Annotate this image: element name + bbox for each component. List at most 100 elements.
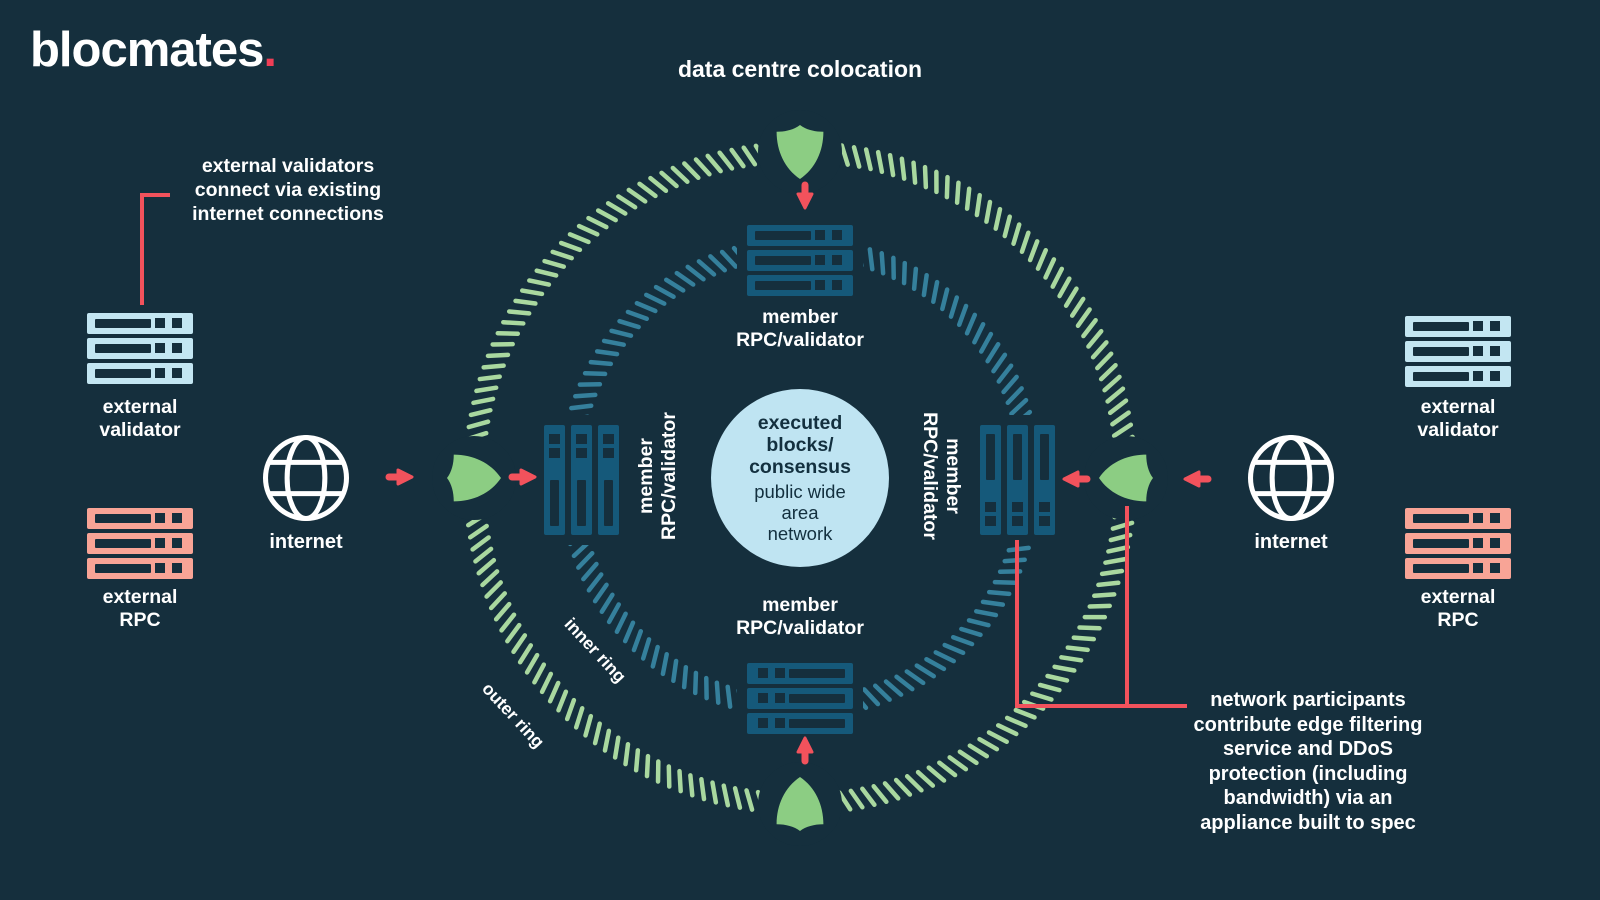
- right-annotation-line: bandwidth) via an: [1223, 787, 1393, 809]
- logo: blocmates.: [30, 22, 277, 78]
- label-line: validator: [1417, 419, 1499, 441]
- label-line: RPC: [119, 609, 161, 631]
- server-rack-horizontal-icon-external-validator-right: [1405, 316, 1511, 387]
- server-rack-horizontal-icon-external-validator-left: [87, 313, 193, 384]
- server-rack-vertical-icon-member-right: [970, 415, 1065, 545]
- server-row: [87, 508, 193, 529]
- member-label-line: RPC/validator: [736, 329, 864, 351]
- server-row: [747, 663, 853, 684]
- center-circle-bold-text: executed blocks/ consensus: [749, 412, 851, 478]
- center-bold-line: executed: [757, 412, 843, 434]
- shield-icon: [776, 777, 824, 831]
- member-label-top: member RPC/validator: [700, 306, 900, 352]
- logo-text: blocmates: [30, 23, 264, 77]
- shield-icon: [776, 125, 824, 179]
- right-annotation-line: service and DDoS: [1222, 738, 1394, 760]
- shield-icon: [1099, 454, 1153, 502]
- left-annotation: external validators connect via existing…: [166, 154, 410, 226]
- label-line: RPC: [1437, 609, 1479, 631]
- right-annotation: network participants contribute edge fil…: [1168, 688, 1448, 835]
- arrow-right-icon: [385, 468, 414, 486]
- server-row: [1405, 316, 1511, 337]
- member-label-left: member RPC/validator: [635, 376, 681, 576]
- right-annotation-line: protection (including: [1208, 762, 1408, 785]
- member-label-right: member RPC/validator: [918, 376, 964, 576]
- member-label-bottom: member RPC/validator: [700, 594, 900, 640]
- arrow-down-icon: [796, 181, 814, 210]
- left-annotation-line: internet connections: [192, 203, 384, 225]
- server-rack-horizontal-icon-member-bottom: [737, 653, 863, 744]
- external-validator-label-right: external validator: [1358, 396, 1558, 442]
- label-line: external: [102, 396, 178, 418]
- shield-bottom: [758, 762, 842, 846]
- server-row: [1405, 533, 1511, 554]
- arrow-right-icon: [508, 468, 537, 486]
- shield-top: [758, 110, 842, 194]
- server-column: [598, 425, 619, 535]
- server-row: [747, 275, 853, 296]
- globe-icon-left: [262, 434, 350, 522]
- arrow-up-icon: [796, 736, 814, 765]
- member-label-line: member: [635, 438, 657, 514]
- left-annotation-line: external validators: [201, 155, 375, 177]
- shield-icon: [447, 454, 501, 502]
- center-circle-regular-text: public wide area network: [754, 481, 846, 544]
- server-row: [87, 533, 193, 554]
- server-column: [1007, 425, 1028, 535]
- center-bold-line: blocks/: [766, 434, 834, 456]
- external-rpc-label-right: external RPC: [1358, 586, 1558, 632]
- center-regular-line: public wide: [754, 481, 846, 502]
- server-row: [1405, 366, 1511, 387]
- page-title: data centre colocation: [677, 56, 923, 82]
- right-callout-line-from-server: [1015, 540, 1019, 708]
- member-label-line: member: [942, 438, 964, 514]
- server-column: [980, 425, 1001, 535]
- server-row: [87, 558, 193, 579]
- shield-left: [432, 436, 516, 520]
- globe-icon-right: [1247, 434, 1335, 522]
- label-line: external: [1420, 586, 1496, 608]
- left-callout-line-horizontal: [140, 193, 170, 197]
- server-row: [87, 363, 193, 384]
- server-row: [747, 713, 853, 734]
- server-column: [544, 425, 565, 535]
- label-line: validator: [99, 419, 181, 441]
- external-rpc-label-left: external RPC: [40, 586, 240, 632]
- server-column: [571, 425, 592, 535]
- center-bold-line: consensus: [749, 456, 851, 478]
- server-rack-horizontal-icon-external-rpc-right: [1405, 508, 1511, 579]
- member-label-line: RPC/validator: [658, 412, 680, 540]
- server-rack-horizontal-icon-external-rpc-left: [87, 508, 193, 579]
- server-rack-horizontal-icon-member-top: [737, 215, 863, 306]
- right-annotation-line: appliance built to spec: [1200, 811, 1416, 834]
- server-rack-vertical-icon-member-left: [534, 415, 629, 545]
- left-annotation-line: connect via existing: [194, 179, 382, 201]
- member-label-line: member: [762, 306, 838, 328]
- server-row: [1405, 558, 1511, 579]
- server-row: [1405, 341, 1511, 362]
- server-row: [747, 250, 853, 271]
- label-line: external: [102, 586, 178, 608]
- server-row: [747, 225, 853, 246]
- right-annotation-line: contribute edge filtering: [1193, 713, 1423, 736]
- right-callout-line-horizontal: [1015, 704, 1187, 708]
- left-callout-line-vertical: [140, 193, 144, 305]
- arrow-left-icon: [1183, 470, 1212, 488]
- server-row: [747, 688, 853, 709]
- server-row: [87, 338, 193, 359]
- internet-label-right: internet: [1254, 531, 1328, 553]
- center-regular-line: network: [767, 523, 833, 544]
- server-row: [1405, 508, 1511, 529]
- center-circle: executed blocks/ consensus public wide a…: [711, 389, 889, 567]
- member-label-line: member: [762, 594, 838, 616]
- center-regular-line: area: [781, 502, 819, 523]
- member-label-line: RPC/validator: [736, 617, 864, 639]
- member-label-line: RPC/validator: [919, 412, 941, 540]
- external-validator-label-left: external validator: [40, 396, 240, 442]
- server-row: [87, 313, 193, 334]
- arrow-left-icon: [1062, 470, 1091, 488]
- internet-label-left: internet: [269, 531, 343, 553]
- logo-dot: .: [263, 23, 277, 77]
- server-column: [1034, 425, 1055, 535]
